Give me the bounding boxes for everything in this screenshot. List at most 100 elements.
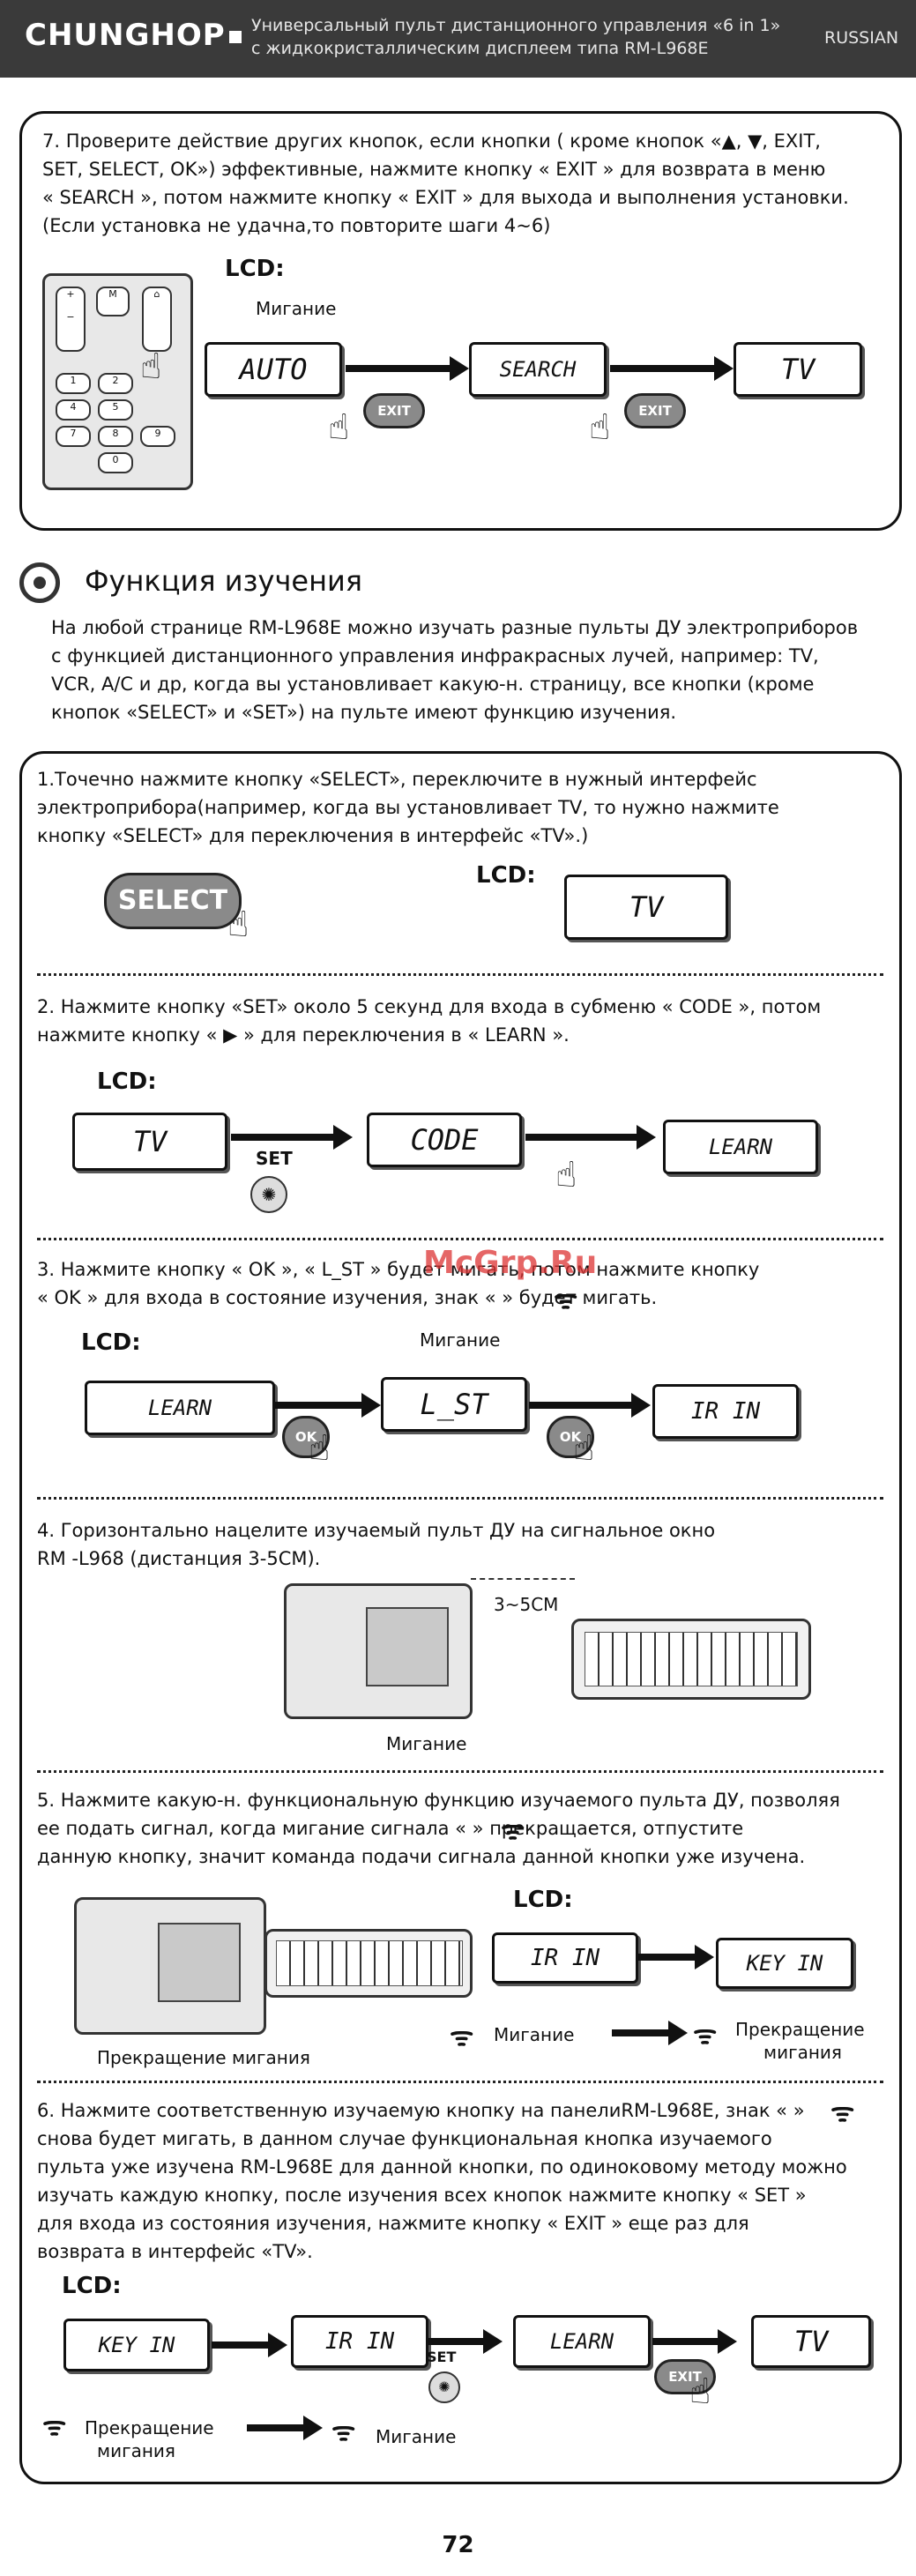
- blink-label: Мигание: [376, 2426, 457, 2447]
- s6-line2: снова будет мигать, в данном случае функ…: [37, 2128, 772, 2149]
- hand-pointer-icon: ☝: [689, 2371, 711, 2412]
- lcd-learn: LEARN: [513, 2315, 651, 2368]
- stop-blink-line2: мигания: [763, 2042, 842, 2063]
- ok-button-illustration: OK: [547, 1416, 594, 1458]
- rm-l968e-remote-illustration: [284, 1583, 473, 1719]
- volume-key: +−: [56, 287, 86, 352]
- lcd-tv: TV: [734, 342, 862, 397]
- step7-box: [19, 111, 902, 531]
- brand-logo: CHUNGHOP: [25, 18, 242, 53]
- digit-key-0: 0: [98, 452, 133, 473]
- learn-intro-line3: VCR, A/C и др, когда вы установливает ка…: [51, 674, 815, 695]
- lcd-auto: AUTO: [205, 342, 342, 397]
- s1-lcd-label: LCD:: [476, 862, 536, 889]
- signal-icon: ᯤ: [331, 2416, 356, 2447]
- set-label: SET: [427, 2349, 457, 2365]
- rm-l968e-remote-illustration: [74, 1897, 266, 2035]
- digit-key-5: 5: [98, 399, 133, 421]
- digit-key-9: 9: [140, 426, 175, 447]
- step7-line4: (Если установка не удачна,то повторите ш…: [42, 215, 551, 236]
- digit-key-1: 1: [56, 373, 91, 394]
- divider: [37, 1770, 883, 1773]
- lcd-tv: TV: [564, 875, 728, 940]
- learn-intro-line1: На любой странице RM-L968E можно изучать…: [51, 617, 859, 638]
- s5-line2: ее подать сигнал, когда мигание сигнала …: [37, 1818, 744, 1839]
- stop-blink-label: Прекращение мигания: [97, 2047, 310, 2068]
- signal-icon: ᯤ: [693, 2020, 718, 2051]
- s6-line3: пульта уже изучена RM-L968E для данной к…: [37, 2156, 847, 2178]
- hand-pointer-icon: ☝: [309, 1428, 331, 1469]
- lcd-learn: LEARN: [85, 1381, 275, 1435]
- distance-marker: [471, 1578, 575, 1580]
- exit-button-illustration: EXIT: [363, 393, 425, 428]
- remote-illustration: +− M ⌂ 1 2 4 5 7 8 9 0 ☝: [42, 273, 193, 490]
- s4-line2: RM -L968 (дистанция 3-5CM).: [37, 1548, 321, 1569]
- lcd-code: CODE: [367, 1113, 522, 1167]
- s2-line1: 2. Нажмите кнопку «SET» около 5 секунд д…: [37, 996, 822, 1017]
- hand-pointer-icon: ☝: [555, 1155, 577, 1195]
- remote-keys: [585, 1632, 798, 1686]
- lcd-tv: TV: [751, 2315, 871, 2368]
- step7-line3: « SEARCH », потом нажмите кнопку « EXIT …: [42, 187, 849, 208]
- select-button-illustration: SELECT: [104, 873, 242, 929]
- lcd-screen: [158, 1923, 241, 2002]
- digit-key-7: 7: [56, 426, 91, 447]
- mute-key: M: [96, 287, 130, 316]
- s6-line1: 6. Нажмите соответственную изучаемую кно…: [37, 2100, 805, 2121]
- lcd-ir-in: IR IN: [492, 1932, 638, 1984]
- hand-pointer-icon: ☝: [140, 346, 162, 387]
- lcd-learn: LEARN: [663, 1120, 818, 1174]
- s3-line1: 3. Нажмите кнопку « OK », « L_ST » будет…: [37, 1259, 760, 1280]
- divider: [37, 2081, 883, 2083]
- divider: [37, 1238, 883, 1240]
- s3-lcd-label: LCD:: [81, 1329, 141, 1356]
- digit-key-8: 8: [98, 426, 133, 447]
- channel-key: ⌂: [142, 287, 172, 352]
- hand-pointer-icon: ☝: [589, 407, 611, 448]
- signal-icon: ᯤ: [554, 1284, 578, 1315]
- step7-line2: SET, SELECT, OK») эффективные, нажмите к…: [42, 159, 826, 180]
- step7-line1: 7. Проверите действие других кнопок, есл…: [42, 130, 821, 152]
- lcd-search: SEARCH: [469, 342, 607, 397]
- s1-line2: электроприбора(например, когда вы устано…: [37, 797, 779, 818]
- learn-intro-line2: с функцией дистанционного управления инф…: [51, 645, 819, 666]
- step7-blink-label: Мигание: [256, 298, 337, 319]
- remote-keys: [276, 1940, 463, 1986]
- s6-line6: возврата в интерфейс «TV».: [37, 2241, 313, 2262]
- ok-button-illustration: OK: [282, 1416, 330, 1458]
- s6-lcd-label: LCD:: [62, 2273, 122, 2299]
- stop-blink-line1: Прекращение: [85, 2417, 214, 2438]
- s4-line1: 4. Горизонтально нацелите изучаемый пуль…: [37, 1520, 716, 1541]
- section-title: Функция изучения: [85, 564, 363, 598]
- lcd-lst: L_ST: [381, 1377, 527, 1432]
- page-number: 72: [442, 2532, 474, 2558]
- set-button-icon: ✺: [250, 1176, 287, 1213]
- exit-button-illustration: EXIT: [624, 393, 686, 428]
- digit-key-4: 4: [56, 399, 91, 421]
- learned-remote-illustration: [571, 1619, 811, 1700]
- s3-line2: « OK » для входа в состояние изучения, з…: [37, 1287, 658, 1308]
- watermark: McGrp.Ru: [423, 1245, 598, 1281]
- signal-icon: ᯤ: [830, 2097, 855, 2128]
- lcd-screen: [366, 1607, 449, 1686]
- s2-line2: нажмите кнопку « ▶ » для переключения в …: [37, 1024, 570, 1046]
- exit-button-illustration: EXIT: [654, 2359, 716, 2394]
- s6-line5: для входа из состояния изучения, нажмите…: [37, 2213, 749, 2234]
- distance-label: 3~5CM: [494, 1594, 559, 1615]
- s5-lcd-label: LCD:: [513, 1887, 573, 1913]
- hand-pointer-icon: ☝: [227, 905, 249, 945]
- signal-icon: ᯤ: [42, 2411, 67, 2442]
- lcd-ir-in: IR IN: [291, 2315, 428, 2368]
- divider: [37, 973, 883, 976]
- s1-line1: 1.Точечно нажмите кнопку «SELECT», перек…: [37, 769, 757, 790]
- signal-icon: ᯤ: [501, 1815, 525, 1846]
- lcd-key-in: KEY IN: [63, 2319, 210, 2371]
- blink-label: Мигание: [494, 2024, 575, 2045]
- signal-icon: ᯤ: [450, 2021, 474, 2052]
- stop-blink-line1: Прекращение: [735, 2019, 865, 2040]
- s5-line1: 5. Нажмите какую-н. функциональную функц…: [37, 1790, 840, 1811]
- s3-blink-label: Мигание: [420, 1329, 501, 1351]
- s5-line3: данную кнопку, значит команда подачи сиг…: [37, 1846, 806, 1867]
- learn-intro-line4: кнопок «SELECT» и «SET») на пульте имеют…: [51, 702, 677, 723]
- page-header: [0, 0, 916, 78]
